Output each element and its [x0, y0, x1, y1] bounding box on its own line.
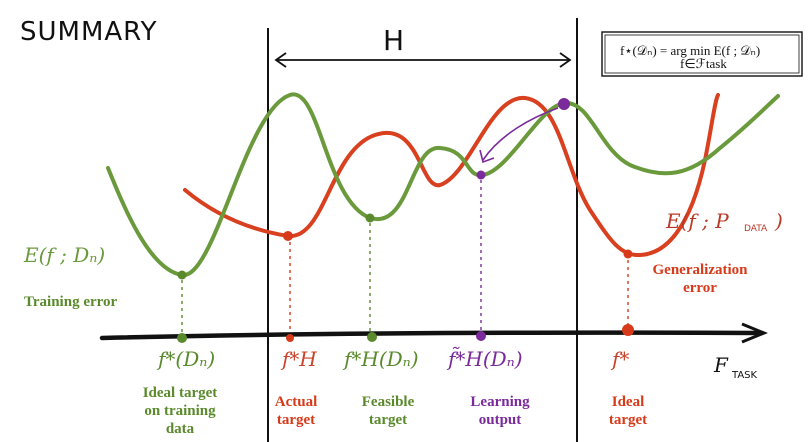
generalization-error-curve	[183, 93, 720, 258]
argmin-formula-box: f⋆(𝒟ₙ) = arg min E(f ; 𝒟ₙ) f∈ℱtask	[601, 31, 803, 77]
math-label-learning: f̃*H(Dₙ)	[446, 347, 523, 371]
svg-text:E(f ; P: E(f ; P	[665, 209, 729, 233]
axis-marker-ideal	[622, 324, 634, 336]
caption-learning-l2: output	[479, 412, 522, 428]
formula-text: f⋆(𝒟ₙ) = arg min E(f ; 𝒟ₙ)	[620, 43, 760, 58]
learning-output-marker	[476, 170, 486, 180]
caption-feasible-l1: Feasible	[362, 394, 415, 410]
formula-subscript: f∈ℱtask	[680, 56, 727, 71]
caption-ideal-l1: Ideal	[612, 394, 645, 410]
training-min-marker	[177, 270, 187, 280]
caption-ideal-l2: target	[609, 412, 647, 428]
math-label-actual: f*H	[280, 347, 317, 371]
training-error-caption: Training error	[24, 294, 118, 310]
axis-marker-ideal-train	[177, 333, 187, 343]
math-label-ideal: f*	[610, 347, 629, 371]
function-space-subscript: TASK	[731, 370, 758, 381]
caption-actual-l1: Actual	[275, 394, 318, 410]
training-curve-label: E(f ; Dₙ)	[23, 243, 105, 267]
caption-actual-l2: target	[277, 412, 315, 428]
caption-learning-l1: Learning	[470, 394, 530, 410]
caption-ideal-train-l3: data	[166, 421, 195, 437]
caption-ideal-train-l2: on training	[144, 403, 216, 419]
axis-marker-actual	[286, 334, 294, 342]
ideal-target-marker	[623, 249, 633, 259]
generalization-error-caption-line1: Generalization	[653, 262, 749, 278]
axis-marker-feasible	[367, 332, 377, 342]
axis-marker-learning	[476, 331, 486, 341]
svg-text:): )	[774, 209, 783, 233]
actual-target-marker	[283, 231, 293, 241]
feasible-target-marker	[365, 213, 375, 223]
math-label-ideal-train: f*(Dₙ)	[156, 347, 215, 371]
hypothesis-label: H	[383, 24, 404, 57]
generalization-error-caption-line2: error	[683, 280, 717, 296]
math-label-feasible: f*H(Dₙ)	[342, 347, 419, 371]
svg-text:DATA: DATA	[744, 224, 768, 234]
learning-trajectory-arrow	[479, 98, 570, 164]
diagram-title: SUMMARY	[20, 17, 157, 47]
hypothesis-span-arrow	[274, 52, 572, 68]
function-space-axis	[99, 322, 768, 344]
caption-feasible-l2: target	[369, 412, 407, 428]
training-error-curve	[106, 92, 780, 277]
function-space-label: F	[713, 353, 729, 377]
caption-ideal-train-l1: Ideal target	[143, 385, 218, 401]
generalization-curve-label: E(f ; P DATA )	[665, 209, 783, 234]
